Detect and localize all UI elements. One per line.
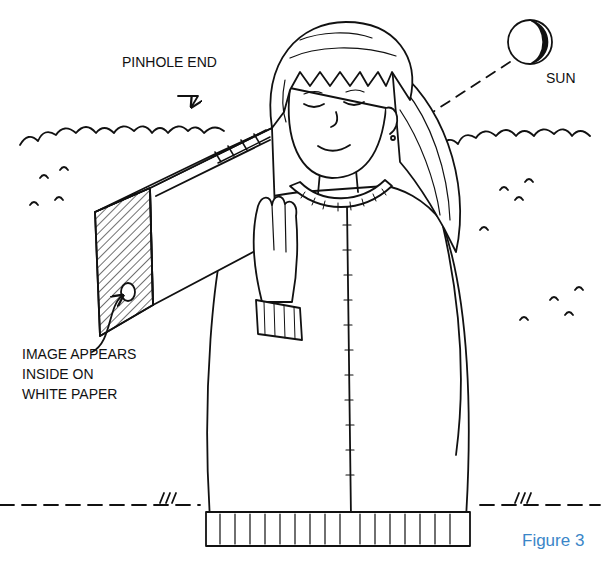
collar [290, 180, 392, 207]
closed-eye [304, 102, 364, 107]
earring [391, 136, 395, 140]
bush-texture [480, 179, 583, 320]
smile [318, 145, 350, 151]
ponytail [392, 66, 460, 252]
jacket-zipper [347, 205, 351, 518]
face-outline [289, 88, 386, 178]
jacket-waistband [206, 512, 470, 546]
finger-lines [272, 204, 286, 252]
collar-ribs [301, 189, 386, 211]
hair [270, 22, 412, 128]
box-lid-line [156, 140, 270, 196]
bush-outline [20, 126, 224, 145]
sun-disc [508, 20, 552, 64]
raised-hand [254, 197, 298, 302]
leader-arrow [92, 296, 122, 352]
box-front-hatched [95, 188, 153, 336]
waistband-ribs [220, 514, 450, 544]
part-label: PINHOLE END [122, 52, 217, 72]
figure-caption: Figure 3 [522, 530, 584, 552]
sun-eclipse-shadow [532, 21, 547, 63]
jacket-arm [442, 222, 461, 455]
hair-strands [400, 90, 450, 220]
hair-strands [283, 33, 396, 122]
box-edge [95, 188, 153, 336]
box-top [95, 128, 272, 212]
zipper-teeth [343, 225, 354, 475]
viewing-opening [121, 283, 135, 301]
tape-strips [212, 130, 270, 163]
cuff-ribs [264, 302, 295, 339]
pinhole-arrow [178, 96, 198, 106]
sun-label: SUN [546, 68, 576, 88]
sleeve-cuff [256, 300, 302, 340]
bush-outline [440, 129, 590, 148]
eyebrow [304, 90, 364, 94]
note-label: IMAGE APPEARS INSIDE ON WHITE PAPER [22, 344, 142, 404]
ear [386, 108, 397, 134]
nose [331, 112, 337, 127]
